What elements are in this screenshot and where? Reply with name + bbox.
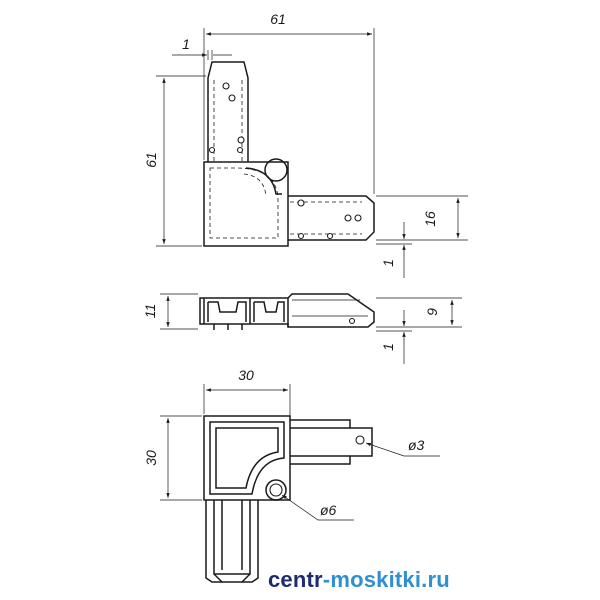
side-view [160, 293, 462, 364]
watermark-part-1: centr [268, 567, 323, 592]
dimension-bottom-height: 30 [143, 450, 159, 466]
site-watermark: centr-moskitki.ru [268, 567, 450, 593]
dimension-side-height-total: 11 [142, 304, 158, 319]
dimension-side-height-arm: 9 [424, 308, 440, 316]
dimension-arm-bottom-offset: 1 [380, 259, 396, 267]
dimension-top-offset: 1 [182, 36, 190, 52]
dimension-top-width: 61 [270, 11, 286, 27]
dimension-hole-small: ø3 [408, 437, 425, 453]
dimension-top-height: 61 [143, 152, 159, 168]
dimension-hole-large: ø6 [320, 502, 337, 518]
top-view [156, 28, 468, 278]
dimension-side-bottom-offset: 1 [380, 343, 396, 351]
dimension-bottom-width: 30 [238, 367, 254, 383]
watermark-part-2: -moskitki.ru [322, 567, 450, 592]
bottom-view [160, 384, 440, 583]
dimension-arm-height: 16 [422, 211, 438, 227]
